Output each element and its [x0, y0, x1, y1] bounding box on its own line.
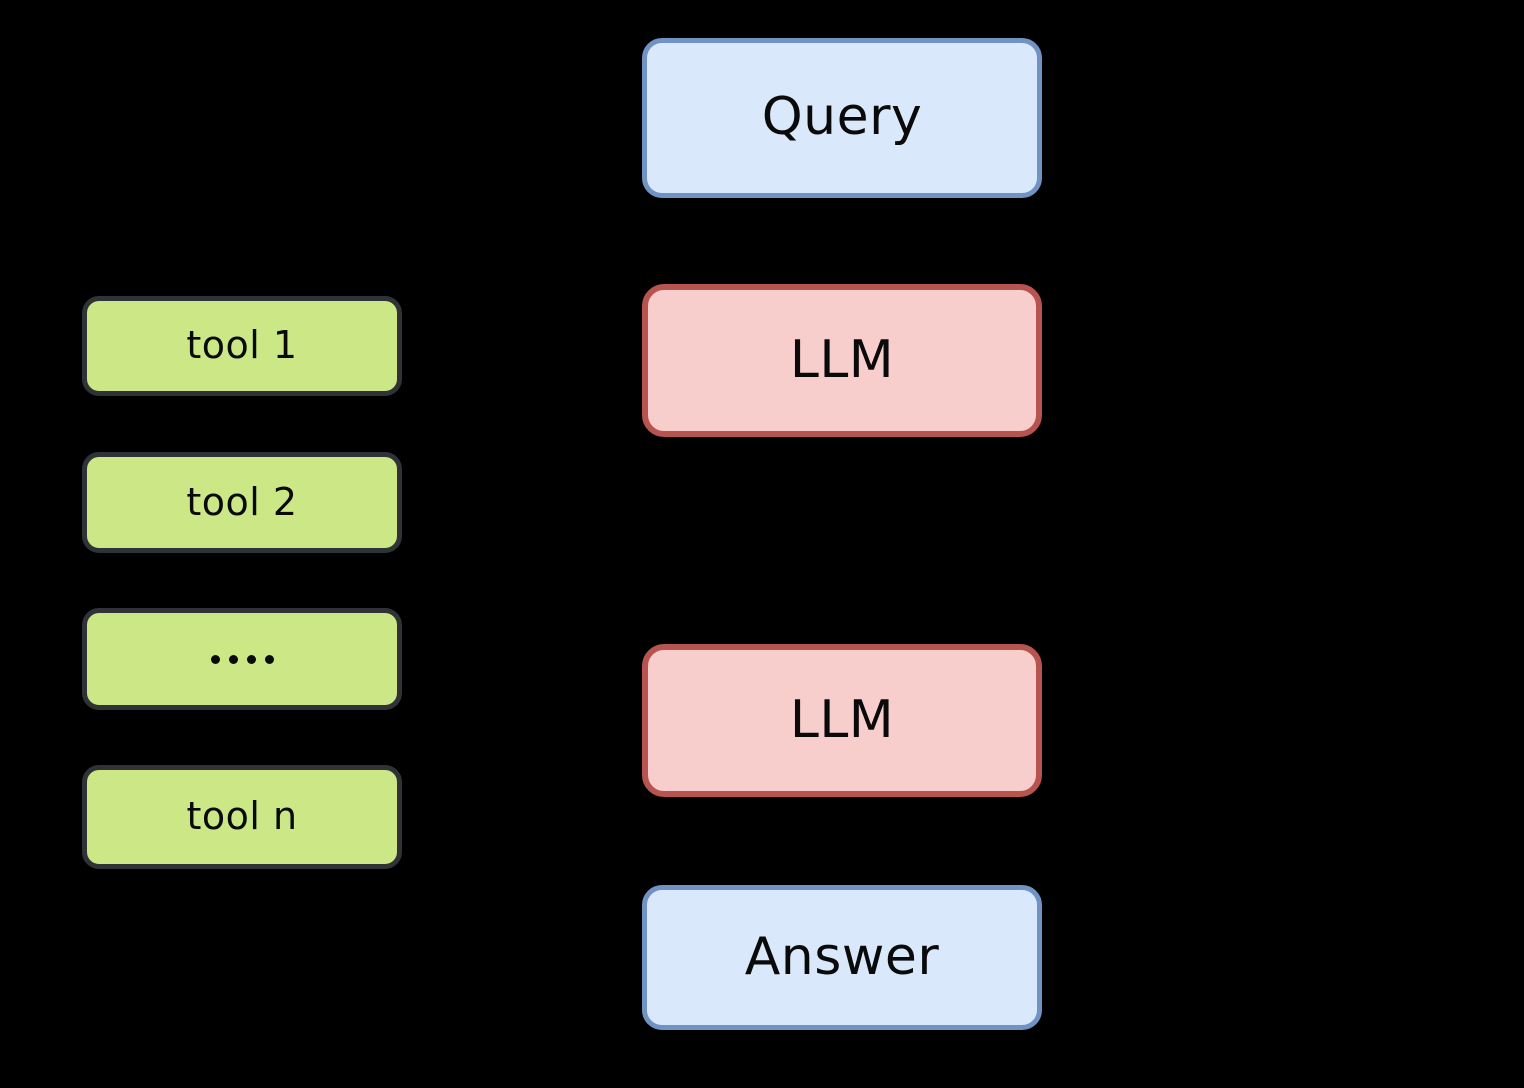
llm-node-2-label: LLM: [789, 689, 895, 750]
ellipsis-icon: [210, 654, 274, 664]
query-node[interactable]: Query: [642, 38, 1042, 198]
answer-node-label: Answer: [744, 926, 940, 987]
llm-node-1-label: LLM: [789, 329, 895, 390]
tool-node-1-label: tool 1: [186, 323, 298, 368]
tool-node-2-label: tool 2: [186, 479, 298, 524]
tool-node-n[interactable]: tool n: [82, 765, 402, 869]
tool-node-2[interactable]: tool 2: [82, 452, 402, 553]
llm-node-2[interactable]: LLM: [642, 644, 1042, 797]
llm-node-1[interactable]: LLM: [642, 284, 1042, 437]
tool-node-ellipsis[interactable]: ....: [82, 608, 402, 710]
tool-node-n-label: tool n: [186, 794, 298, 839]
answer-node[interactable]: Answer: [642, 885, 1042, 1030]
tool-node-1[interactable]: tool 1: [82, 296, 402, 396]
query-node-label: Query: [761, 87, 923, 148]
